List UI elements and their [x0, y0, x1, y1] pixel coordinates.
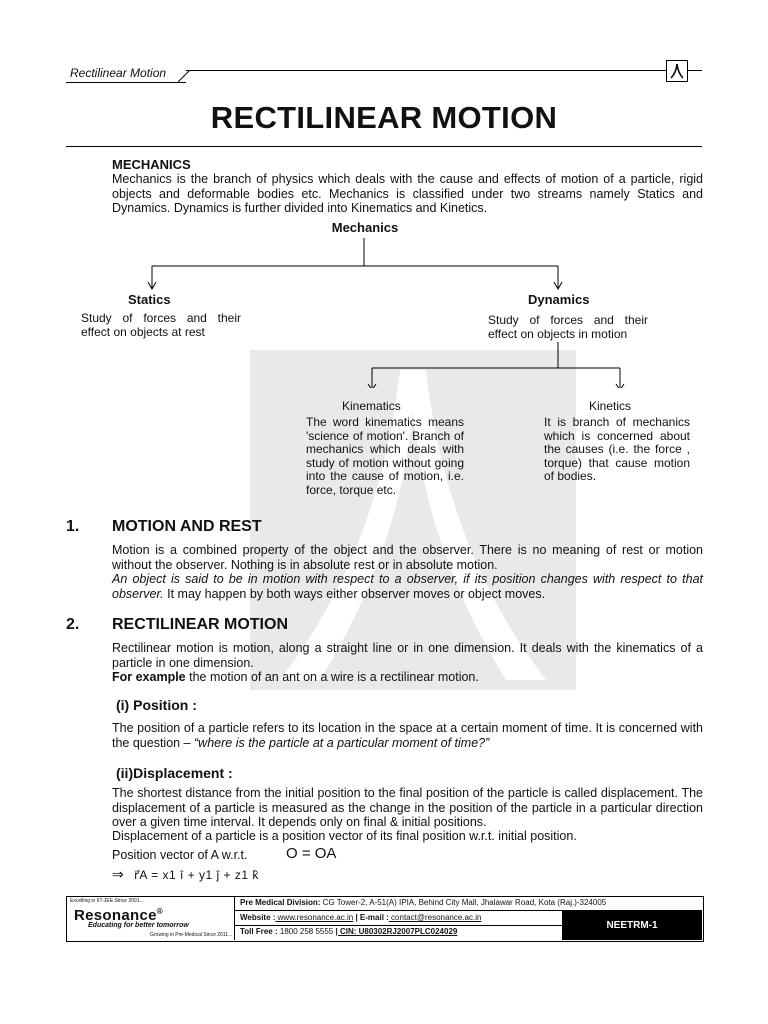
- resonance-logo-icon: [666, 60, 688, 82]
- displacement-p1: The shortest distance from the initial p…: [112, 786, 703, 829]
- page-title: RECTILINEAR MOTION: [210, 100, 558, 135]
- footer-page-code: NEETRM-1: [562, 911, 702, 940]
- footer-small-top: Excelling in IIT-JEE Since 2001...: [70, 898, 144, 904]
- displacement-p3: Position vector of A w.r.t.: [112, 848, 248, 862]
- diagram-root-label: Mechanics: [331, 220, 399, 235]
- footer-division: Pre Medical Division: CG Tower-2, A-51(A…: [240, 898, 607, 907]
- position-body: The position of a particle refers to its…: [112, 721, 703, 750]
- footer-tagline: Educating for better tomorrow: [88, 922, 189, 929]
- section-2-body: Rectilinear motion is motion, along a st…: [112, 641, 703, 685]
- running-header: Rectilinear Motion: [70, 66, 167, 80]
- title-rule: [66, 146, 702, 147]
- position-p1-italic: “where is the particle at a particular m…: [194, 735, 490, 750]
- diagram-kinematics-label: Kinematics: [342, 399, 401, 413]
- position-title: (i) Position :: [116, 697, 197, 713]
- displacement-eq1: O = OA: [286, 845, 337, 862]
- position-p1: The position of a particle refers to its…: [112, 721, 703, 750]
- section-2-example-rest: the motion of an ant on a wire is a rect…: [185, 670, 479, 684]
- section-2-number: 2.: [66, 616, 80, 633]
- diagram-kinematics-desc: The word kinematics means 'science of mo…: [306, 415, 464, 497]
- displacement-eq2: r⃗A = x1 î + y1 ĵ + z1 k̂: [134, 868, 259, 882]
- diagram-statics-label: Statics: [128, 292, 171, 307]
- footer-brand-name: Resonance: [74, 907, 157, 924]
- diagram-dynamics-label: Dynamics: [528, 292, 590, 307]
- mechanics-body: Mechanics is the branch of physics which…: [112, 172, 703, 215]
- diagram-dynamics-desc: Study of forces and their effect on obje…: [488, 313, 648, 341]
- footer-small-bottom: Growing in Pre-Medical Since 2011...: [150, 932, 233, 938]
- footer-info-table: Pre Medical Division: CG Tower-2, A-51(A…: [234, 896, 702, 940]
- displacement-p2: Displacement of a particle is a position…: [112, 829, 577, 843]
- section-1-body: Motion is a combined property of the obj…: [112, 543, 703, 601]
- watermark-background: [250, 350, 576, 690]
- section-2-p1: Rectilinear motion is motion, along a st…: [112, 641, 703, 670]
- section-2-title: RECTILINEAR MOTION: [112, 616, 288, 633]
- section-1-p2-rest: It may happen by both ways either observ…: [163, 586, 546, 601]
- footer-brand: Resonance®: [74, 907, 163, 924]
- displacement-title: (ii)Displacement :: [116, 765, 233, 781]
- displacement-eq2-arrow: ⇒: [112, 866, 124, 882]
- footer-tollfree: Toll Free : 1800 258 5555 | CIN: U80302R…: [240, 927, 458, 936]
- section-1-title: MOTION AND REST: [112, 518, 262, 535]
- footer-contact: Website : www.resonance.ac.in | E-mail :…: [240, 913, 482, 922]
- diagram-statics-desc: Study of forces and their effect on obje…: [81, 311, 241, 339]
- diagram-kinetics-desc: It is branch of mechanics which is conce…: [544, 415, 690, 483]
- footer-website-link[interactable]: www.resonance.ac.in: [275, 913, 354, 922]
- mechanics-heading: MECHANICS: [112, 157, 191, 172]
- resonance-watermark-icon: [280, 370, 546, 680]
- section-1-p1: Motion is a combined property of the obj…: [112, 543, 703, 572]
- diagram-kinetics-label: Kinetics: [589, 399, 632, 413]
- header-rule-tail: [688, 70, 702, 71]
- section-2-example-bold: For example: [112, 670, 186, 684]
- footer-box: [66, 896, 704, 942]
- footer-email-link[interactable]: contact@resonance.ac.in: [388, 913, 482, 922]
- diagram-connectors: [147, 238, 625, 388]
- header-rule-left: [66, 82, 186, 83]
- header-rule-slant: [178, 70, 190, 82]
- footer-brand-reg: ®: [156, 907, 163, 916]
- section-1-p2-italic: An object is said to be in motion with r…: [112, 572, 703, 601]
- header-rule-right: [186, 70, 666, 71]
- section-1-number: 1.: [66, 518, 80, 535]
